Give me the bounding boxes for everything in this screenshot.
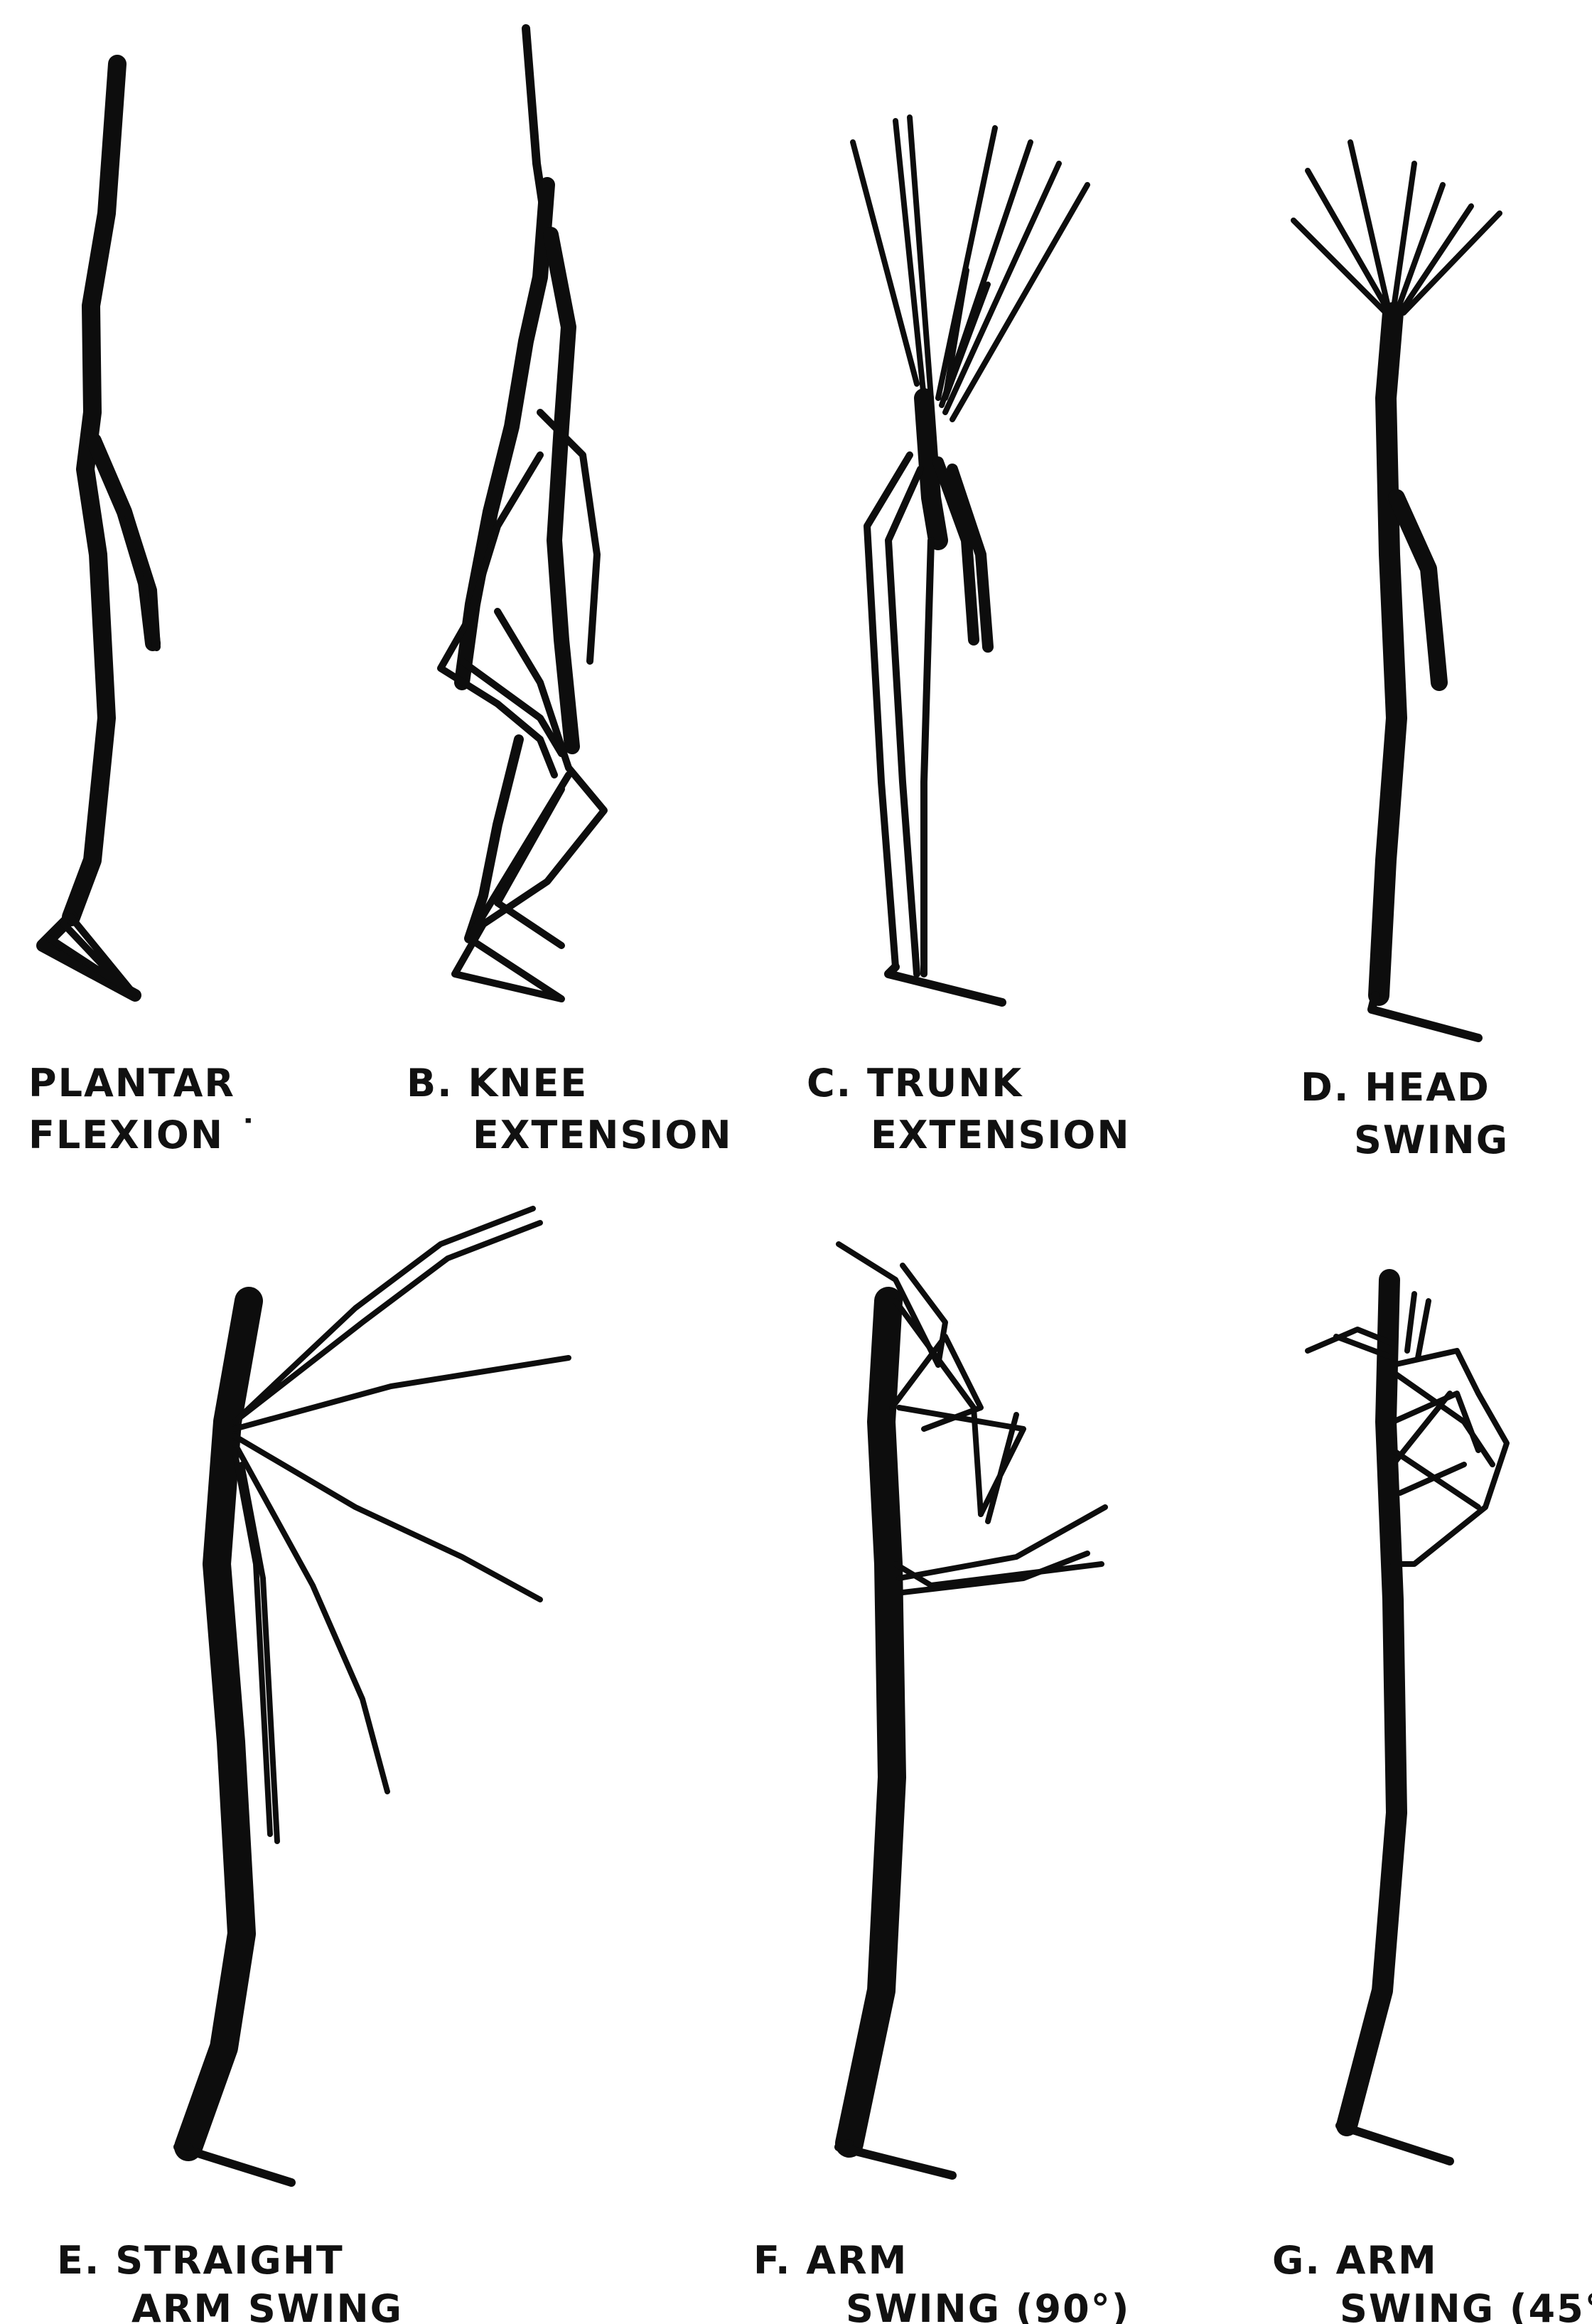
label-line2: SWING (90°) — [846, 2286, 1130, 2324]
figure-head-swing — [1294, 142, 1500, 1038]
figure-straight-arm-swing — [178, 1209, 569, 2183]
label-line1: D. HEAD — [1301, 1065, 1490, 1110]
figure-knee-extension — [441, 28, 604, 999]
panel-label-d: D. HEAD SWING — [1301, 1065, 1509, 1162]
label-line2: EXTENSION — [871, 1113, 1131, 1157]
label-line2: ARM SWING — [131, 2286, 403, 2324]
panel-label-b: B. KNEE EXTENSION — [407, 1061, 733, 1157]
label-line1: C. TRUNK — [807, 1061, 1023, 1105]
label-line1: PLANTAR — [28, 1061, 235, 1105]
label-line2: EXTENSION — [473, 1113, 733, 1157]
panel-label-a: PLANTAR FLEXION ˙ — [28, 1061, 259, 1157]
label-line2: FLEXION ˙ — [28, 1113, 259, 1157]
figure-arm-swing-90 — [839, 1244, 1105, 2175]
label-line2: SWING (45°) — [1340, 2286, 1592, 2324]
label-line1: G. ARM — [1272, 2238, 1438, 2283]
figure-arm-swing-45 — [1308, 1280, 1507, 2161]
label-line1: F. ARM — [753, 2238, 908, 2283]
figure-plantar-flexion — [43, 64, 156, 995]
label-line1: B. KNEE — [407, 1061, 588, 1105]
panel-label-g: G. ARM SWING (45°) — [1272, 2238, 1592, 2324]
panel-label-e: E. STRAIGHT ARM SWING — [57, 2238, 403, 2324]
panel-label-c: C. TRUNK EXTENSION — [807, 1061, 1131, 1157]
label-line1: E. STRAIGHT — [57, 2238, 344, 2283]
label-line2: SWING — [1354, 1118, 1509, 1162]
panel-label-f: F. ARM SWING (90°) — [753, 2238, 1130, 2324]
figure-trunk-extension — [853, 117, 1087, 1002]
